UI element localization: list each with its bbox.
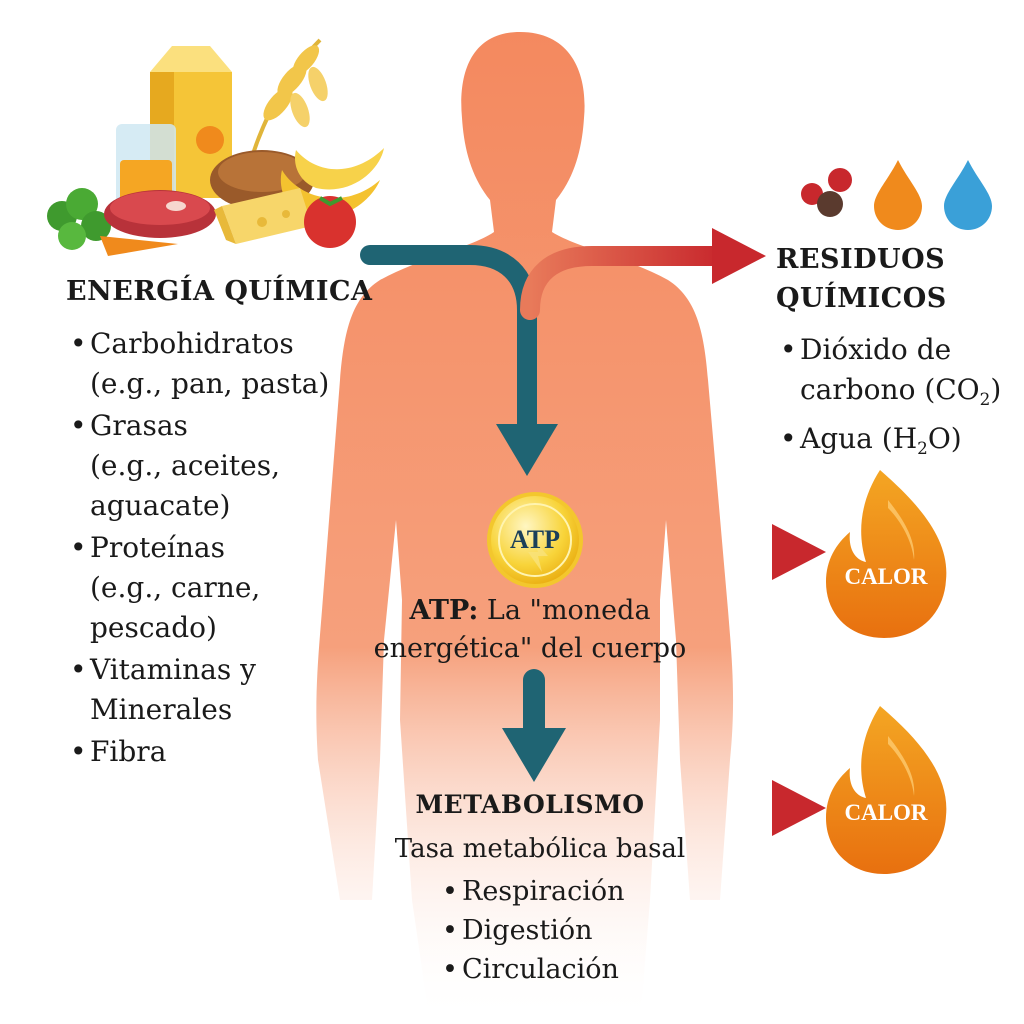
nutrient-list: Carbohidratos(e.g., pan, pasta) Grasas(e… [68,324,368,774]
co2-molecule-icon [801,168,852,217]
heat-flame-bottom-icon: CALOR [826,706,947,874]
list-item: Carbohidratos(e.g., pan, pasta) [68,324,368,404]
cheese-icon [214,188,312,244]
list-item: Grasas(e.g., aceites, aguacate) [68,406,368,526]
waste-list: Dióxido de carbono (CO2) Agua (H2O) [778,330,1008,468]
atp-caption: ATP: La "moneda energética" del cuerpo [373,595,687,664]
wheat-icon [246,38,328,171]
heat-flame-top-icon: CALOR [826,470,947,638]
metabolism-subtitle: Tasa metabólica basal [394,834,686,864]
heat-label-bottom: CALOR [844,800,927,825]
food-illustration [47,38,384,256]
broccoli-icon [47,188,111,250]
heat-arrow-top [598,524,826,580]
meat-icon [104,190,216,238]
atp-coin-icon: ATP [487,492,583,588]
water-drop-icon [944,160,992,230]
tomato-icon [304,196,356,248]
metabolism-list: Respiración Digestión Circulación [440,872,680,989]
list-item: Proteínas(e.g., carne, pescado) [68,528,368,648]
list-item: Respiración [440,872,680,911]
waste-output-arrow [520,228,766,320]
list-item: Circulación [440,950,680,989]
orange-drop-icon [874,160,922,230]
list-item: Vitaminas y Minerales [68,650,368,730]
atp-label: ATP [510,525,560,554]
list-item: Fibra [68,732,368,772]
list-item: Digestión [440,911,680,950]
heat-label-top: CALOR [844,564,927,589]
carrot-icon [100,236,178,256]
energy-heading: ENERGÍA QUÍMICA [66,276,373,307]
metabolism-heading: METABOLISMO [415,790,645,819]
heat-arrow-bottom [666,780,826,836]
list-item: Dióxido de carbono (CO2) [778,330,1008,419]
list-item: Agua (H2O) [778,419,1008,468]
metabolism-arrow [502,669,566,782]
